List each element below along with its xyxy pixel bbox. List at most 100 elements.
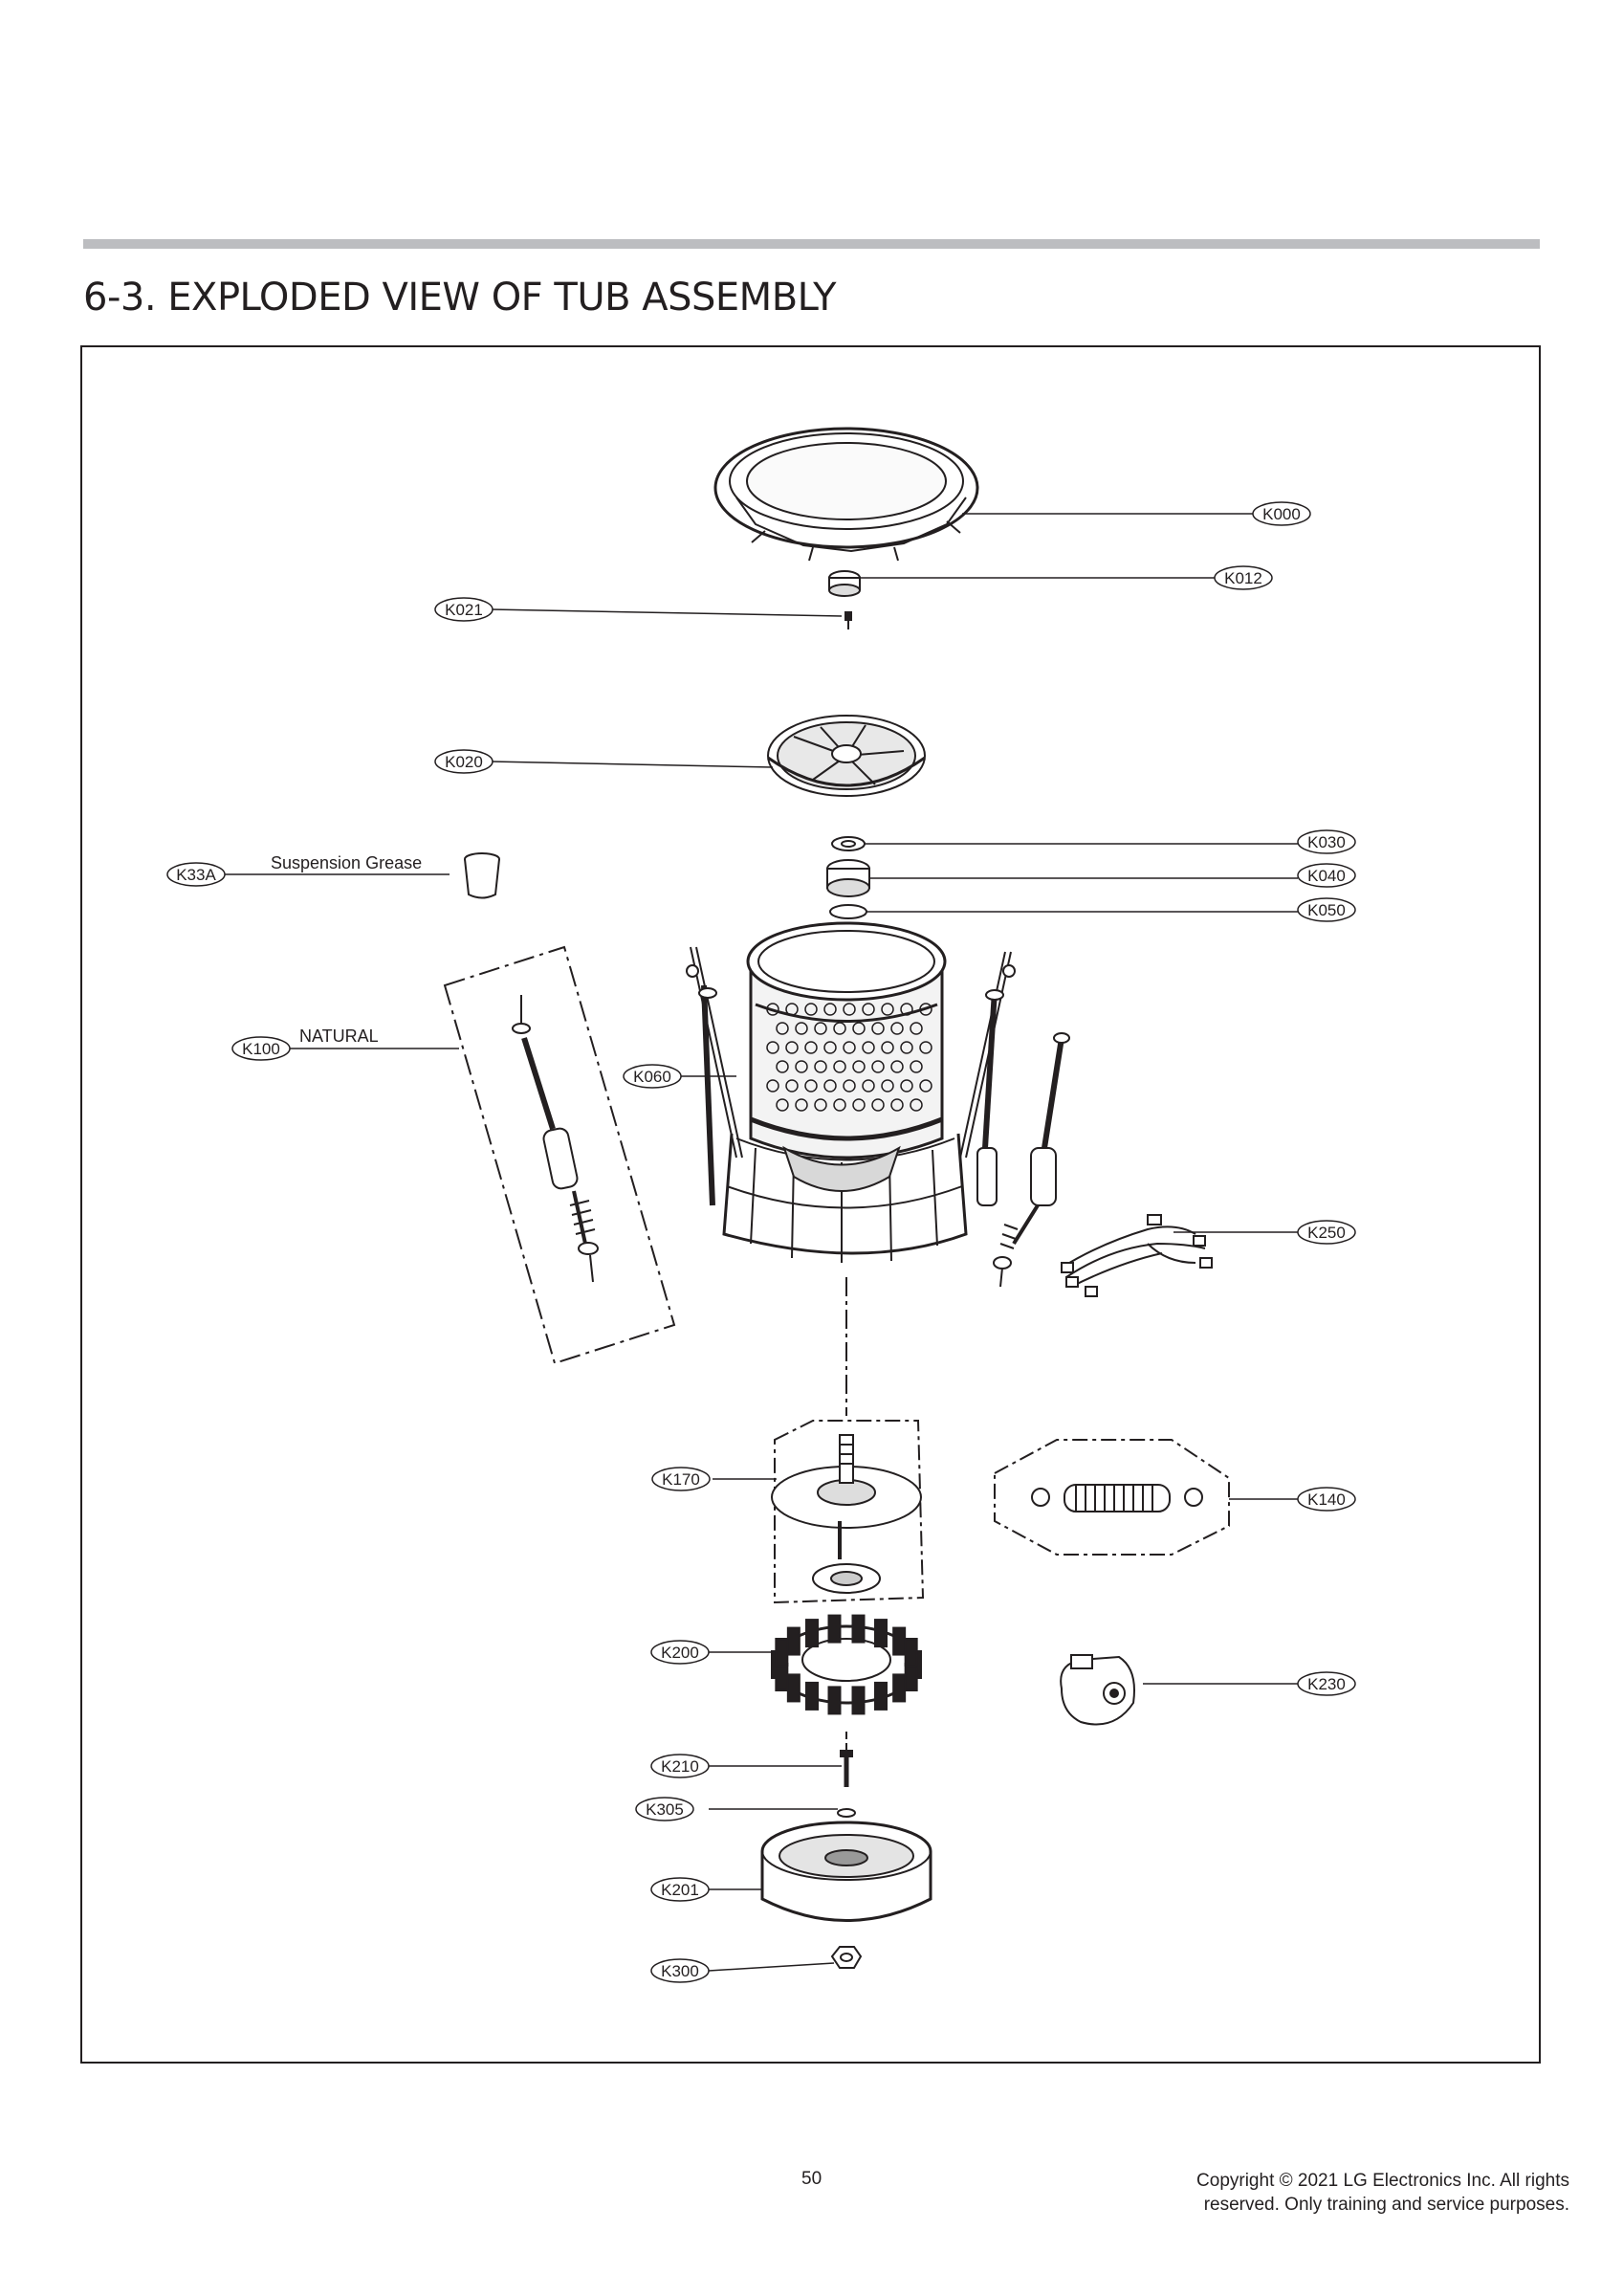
drum-hole bbox=[814, 1098, 827, 1112]
callout-k060: K060 bbox=[623, 1064, 682, 1089]
drum-hole bbox=[785, 1079, 799, 1093]
svg-text:K100: K100 bbox=[242, 1040, 280, 1058]
svg-text:K040: K040 bbox=[1307, 867, 1346, 885]
page-title: 6-3. EXPLODED VIEW OF TUB ASSEMBLY bbox=[83, 276, 837, 320]
svg-text:K012: K012 bbox=[1224, 569, 1262, 587]
drum-hole bbox=[785, 1041, 799, 1054]
svg-text:K250: K250 bbox=[1307, 1224, 1346, 1242]
rotor-part bbox=[760, 1821, 932, 1922]
drum-hole bbox=[910, 1098, 923, 1112]
washer-part bbox=[831, 836, 866, 851]
drum-hole bbox=[766, 1041, 779, 1054]
svg-text:K33A: K33A bbox=[176, 866, 216, 884]
drum-assembly-part bbox=[722, 921, 968, 1263]
stator-tooth bbox=[851, 1614, 866, 1644]
stator-tooth bbox=[786, 1626, 801, 1656]
stator-tooth bbox=[805, 1681, 819, 1711]
drum-hole bbox=[814, 1022, 827, 1035]
drum-hole bbox=[833, 1060, 846, 1073]
copyright-notice: Copyright © 2021 LG Electronics Inc. All… bbox=[1072, 2169, 1569, 2217]
drum-hole bbox=[823, 1003, 837, 1016]
natural-damper-group bbox=[443, 945, 676, 1365]
drum-hole bbox=[871, 1022, 885, 1035]
callout-k021: K021 bbox=[434, 597, 493, 622]
callout-k200: K200 bbox=[650, 1640, 710, 1665]
stator-tooth bbox=[892, 1673, 907, 1703]
diagram-frame bbox=[80, 345, 1541, 2064]
cap-part bbox=[828, 570, 861, 597]
drum-hole bbox=[890, 1060, 904, 1073]
callout-k020: K020 bbox=[434, 749, 493, 774]
drum-hole bbox=[910, 1022, 923, 1035]
drum-hole bbox=[871, 1060, 885, 1073]
drum-hole bbox=[900, 1003, 913, 1016]
callout-k000: K000 bbox=[1252, 501, 1311, 526]
drum-hole bbox=[919, 1041, 932, 1054]
callout-k250: K250 bbox=[1297, 1220, 1356, 1245]
callout-k305: K305 bbox=[635, 1797, 694, 1821]
drum-hole bbox=[766, 1003, 779, 1016]
drum-hole bbox=[776, 1060, 789, 1073]
drum-hole bbox=[795, 1022, 808, 1035]
svg-text:K060: K060 bbox=[633, 1068, 671, 1086]
drum-perforation-grid bbox=[766, 1003, 932, 1112]
page-number: 50 bbox=[801, 2169, 822, 2189]
stator-part bbox=[771, 1614, 922, 1715]
drum-hole bbox=[785, 1003, 799, 1016]
stator-tooth bbox=[786, 1673, 801, 1703]
drum-hole bbox=[814, 1060, 827, 1073]
callout-k100: K100 bbox=[231, 1036, 291, 1061]
drum-hole bbox=[919, 1079, 932, 1093]
drum-hole bbox=[881, 1041, 894, 1054]
washer-small-part bbox=[837, 1808, 856, 1818]
stator-tooth bbox=[904, 1662, 918, 1691]
drum-hole bbox=[881, 1003, 894, 1016]
drum-hole bbox=[890, 1098, 904, 1112]
drum-hole bbox=[833, 1098, 846, 1112]
svg-text:K000: K000 bbox=[1262, 505, 1301, 523]
drum-hole bbox=[852, 1060, 866, 1073]
stator-tooth bbox=[827, 1686, 842, 1715]
drum-hole bbox=[776, 1022, 789, 1035]
header-rule bbox=[83, 239, 1540, 249]
callout-k170: K170 bbox=[651, 1467, 711, 1491]
tub-cover-part bbox=[713, 427, 979, 562]
drum-hole bbox=[766, 1079, 779, 1093]
callout-k300: K300 bbox=[650, 1958, 710, 1983]
drum-hole bbox=[776, 1098, 789, 1112]
bolt-part bbox=[840, 1750, 853, 1787]
drum-hole bbox=[843, 1079, 856, 1093]
callout-k040: K040 bbox=[1297, 863, 1356, 888]
callout-k210: K210 bbox=[650, 1754, 710, 1778]
svg-text:K140: K140 bbox=[1307, 1490, 1346, 1509]
copyright-line-2: reserved. Only training and service purp… bbox=[1203, 2195, 1569, 2215]
suspension-rod-far-right bbox=[993, 1032, 1070, 1288]
stator-tooth bbox=[874, 1619, 888, 1648]
screw-part bbox=[844, 611, 852, 629]
svg-text:K210: K210 bbox=[661, 1757, 699, 1776]
suspension-rod-left-back bbox=[686, 946, 743, 1159]
stator-tooth bbox=[775, 1638, 789, 1667]
suspension-rod-right-front bbox=[976, 989, 1004, 1206]
drum-hole bbox=[804, 1003, 818, 1016]
drum-hole bbox=[843, 1041, 856, 1054]
callout-labels: K000 K012 K021 K020 K030 K040 K050 K33A … bbox=[166, 501, 1356, 1983]
stator-tooth bbox=[892, 1626, 907, 1656]
drum-hole bbox=[881, 1079, 894, 1093]
drum-hole bbox=[852, 1022, 866, 1035]
stator-tooth bbox=[851, 1686, 866, 1715]
callout-k012: K012 bbox=[1214, 565, 1273, 590]
drum-hole bbox=[852, 1098, 866, 1112]
drum-hole bbox=[795, 1098, 808, 1112]
stator-tooth bbox=[904, 1638, 918, 1667]
svg-text:K050: K050 bbox=[1307, 901, 1346, 919]
clutch-assembly-group bbox=[771, 1420, 925, 1604]
natural-note: NATURAL bbox=[299, 1027, 379, 1046]
callout-k140: K140 bbox=[1297, 1487, 1356, 1512]
svg-text:K230: K230 bbox=[1307, 1675, 1346, 1693]
drum-hole bbox=[862, 1003, 875, 1016]
drum-hole bbox=[823, 1079, 837, 1093]
drum-hole bbox=[804, 1041, 818, 1054]
suspension-grease-note: Suspension Grease bbox=[271, 853, 422, 872]
